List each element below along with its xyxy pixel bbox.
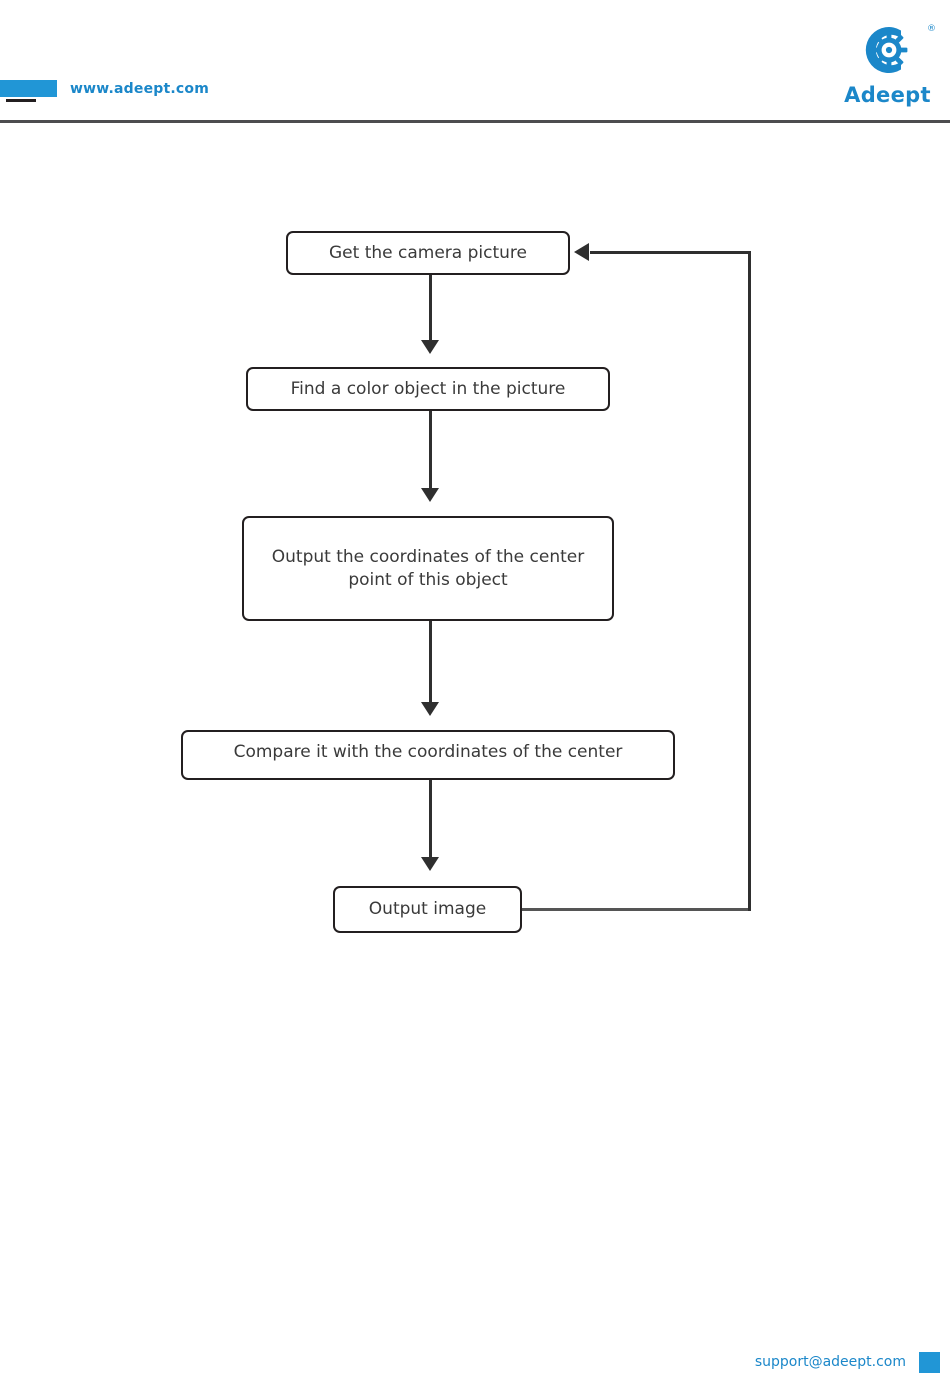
registered-trademark-icon: ® — [927, 24, 936, 34]
header-website-link[interactable]: www.adeept.com — [70, 81, 210, 97]
adeept-gear-logo-icon — [857, 22, 915, 78]
footer-accent-square — [919, 1352, 940, 1373]
feedback-loop-right-segment — [748, 252, 751, 911]
flow-edge-3-line — [429, 621, 432, 705]
brand-logo: ® Adeept — [835, 22, 940, 107]
feedback-loop-bottom-segment — [522, 908, 751, 911]
page-header: www.adeept.com — [0, 0, 950, 130]
header-accent-bar — [0, 80, 57, 97]
flow-edge-2-line — [429, 411, 432, 491]
flow-node-find-object: Find a color object in the picture — [246, 367, 610, 411]
feedback-loop-top-segment — [590, 251, 751, 254]
header-divider — [0, 120, 950, 123]
flow-node-compare-center: Compare it with the coordinates of the c… — [181, 730, 675, 780]
footer-support-email[interactable]: support@adeept.com — [754, 1354, 906, 1370]
flow-node-output-image: Output image — [333, 886, 522, 933]
flow-edge-2-arrowhead-icon — [421, 488, 439, 502]
flow-edge-3-arrowhead-icon — [421, 702, 439, 716]
flow-node-output-coordinates: Output the coordinates of the center poi… — [242, 516, 614, 621]
flow-edge-4-arrowhead-icon — [421, 857, 439, 871]
flow-edge-1-line — [429, 275, 432, 343]
page-footer: support@adeept.com — [0, 1337, 950, 1397]
header-accent-underline — [6, 99, 36, 102]
feedback-loop-arrowhead-icon — [574, 243, 589, 261]
brand-name: Adeept — [844, 83, 931, 107]
flow-node-get-camera: Get the camera picture — [286, 231, 570, 275]
flow-edge-4-line — [429, 780, 432, 860]
flow-edge-1-arrowhead-icon — [421, 340, 439, 354]
